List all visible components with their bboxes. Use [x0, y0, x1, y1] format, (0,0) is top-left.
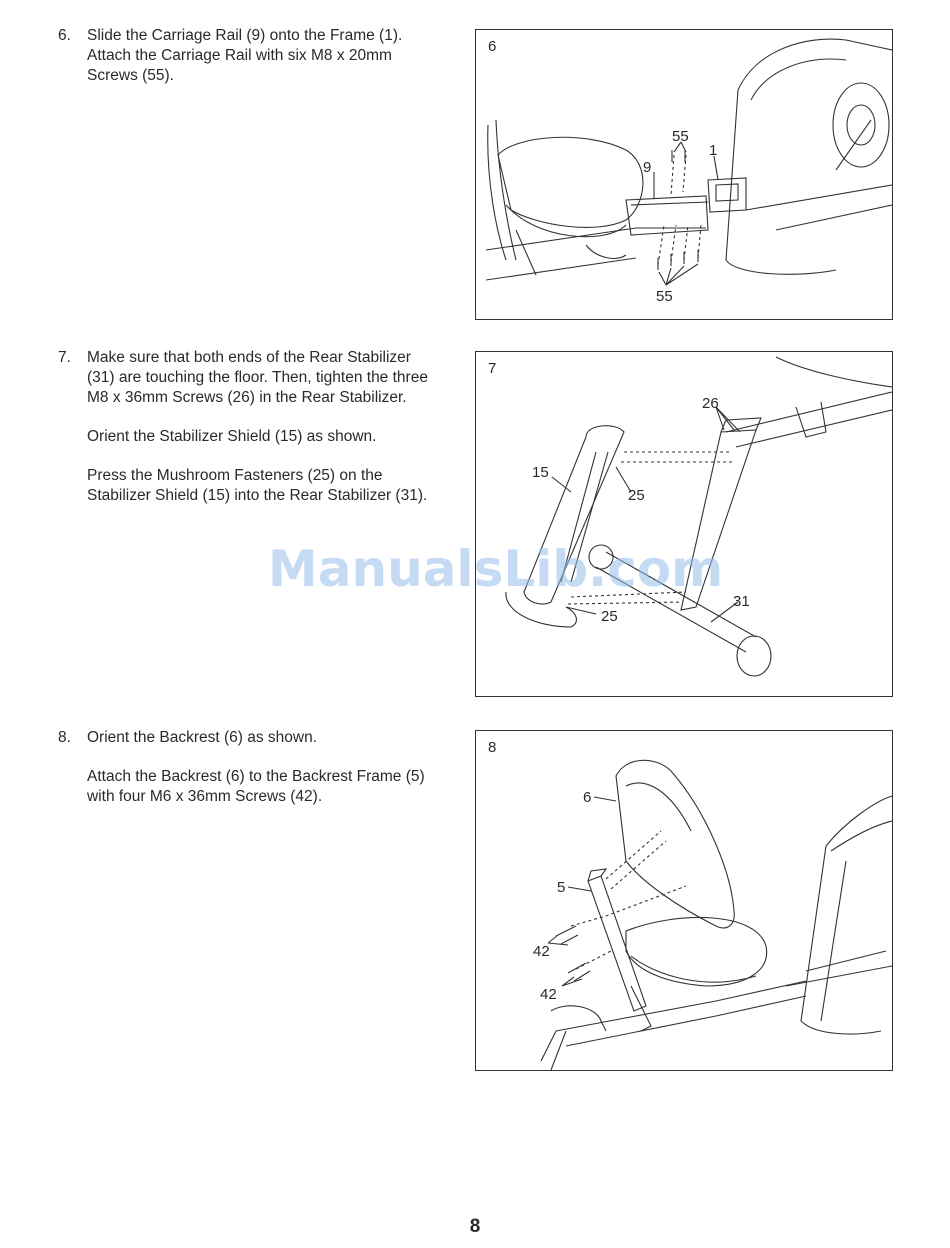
- callout-55-top: 55: [672, 128, 689, 145]
- callout-26: 26: [702, 395, 719, 412]
- callout-25-bottom: 25: [601, 608, 618, 625]
- step-number: 7.: [58, 349, 71, 366]
- callout-55-bottom: 55: [656, 288, 673, 305]
- callout-9: 9: [643, 159, 651, 176]
- step-6-paragraph-1: Slide the Carriage Rail (9) onto the Fra…: [87, 27, 403, 84]
- figure-label: 8: [488, 739, 497, 756]
- callout-25-top: 25: [628, 487, 645, 504]
- callout-5: 5: [557, 879, 565, 896]
- step-number: 6.: [58, 27, 71, 44]
- callout-42-bottom: 42: [540, 986, 557, 1003]
- carriage-rail-illustration: 55 9 1 55: [485, 38, 892, 305]
- figure-label: 7: [488, 360, 497, 377]
- callout-1: 1: [709, 142, 717, 159]
- step-number: 8.: [58, 729, 71, 746]
- callout-42-top: 42: [533, 943, 550, 960]
- step-7-paragraph-3: Press the Mushroom Fasteners (25) on the…: [87, 467, 428, 504]
- step-8-paragraph-2: Attach the Backrest (6) to the Backrest …: [87, 768, 425, 805]
- step-6: 6. Slide the Carriage Rail (9) onto the …: [58, 26, 448, 105]
- backrest-illustration: 6 5 42 42: [533, 759, 892, 1070]
- step-8-paragraph-1: Orient the Backrest (6) as shown.: [87, 729, 318, 746]
- figure-label: 6: [488, 38, 497, 55]
- rear-stabilizer-illustration: 26 15 25 31 25: [505, 356, 892, 677]
- page-number: 8: [469, 1216, 481, 1237]
- step-7: 7. Make sure that both ends of the Rear …: [58, 348, 448, 525]
- figure-6: 6: [475, 29, 893, 320]
- callout-15: 15: [532, 464, 549, 481]
- step-7-paragraph-1: Make sure that both ends of the Rear Sta…: [87, 349, 428, 406]
- figure-7: 7: [475, 351, 893, 697]
- step-8: 8. Orient the Backrest (6) as shown. Att…: [58, 728, 448, 826]
- figure-8: 8: [475, 730, 893, 1071]
- callout-6: 6: [583, 789, 591, 806]
- step-7-paragraph-2: Orient the Stabilizer Shield (15) as sho…: [87, 428, 377, 445]
- callout-31: 31: [733, 593, 750, 610]
- watermark: ManualsLib.com: [268, 540, 724, 598]
